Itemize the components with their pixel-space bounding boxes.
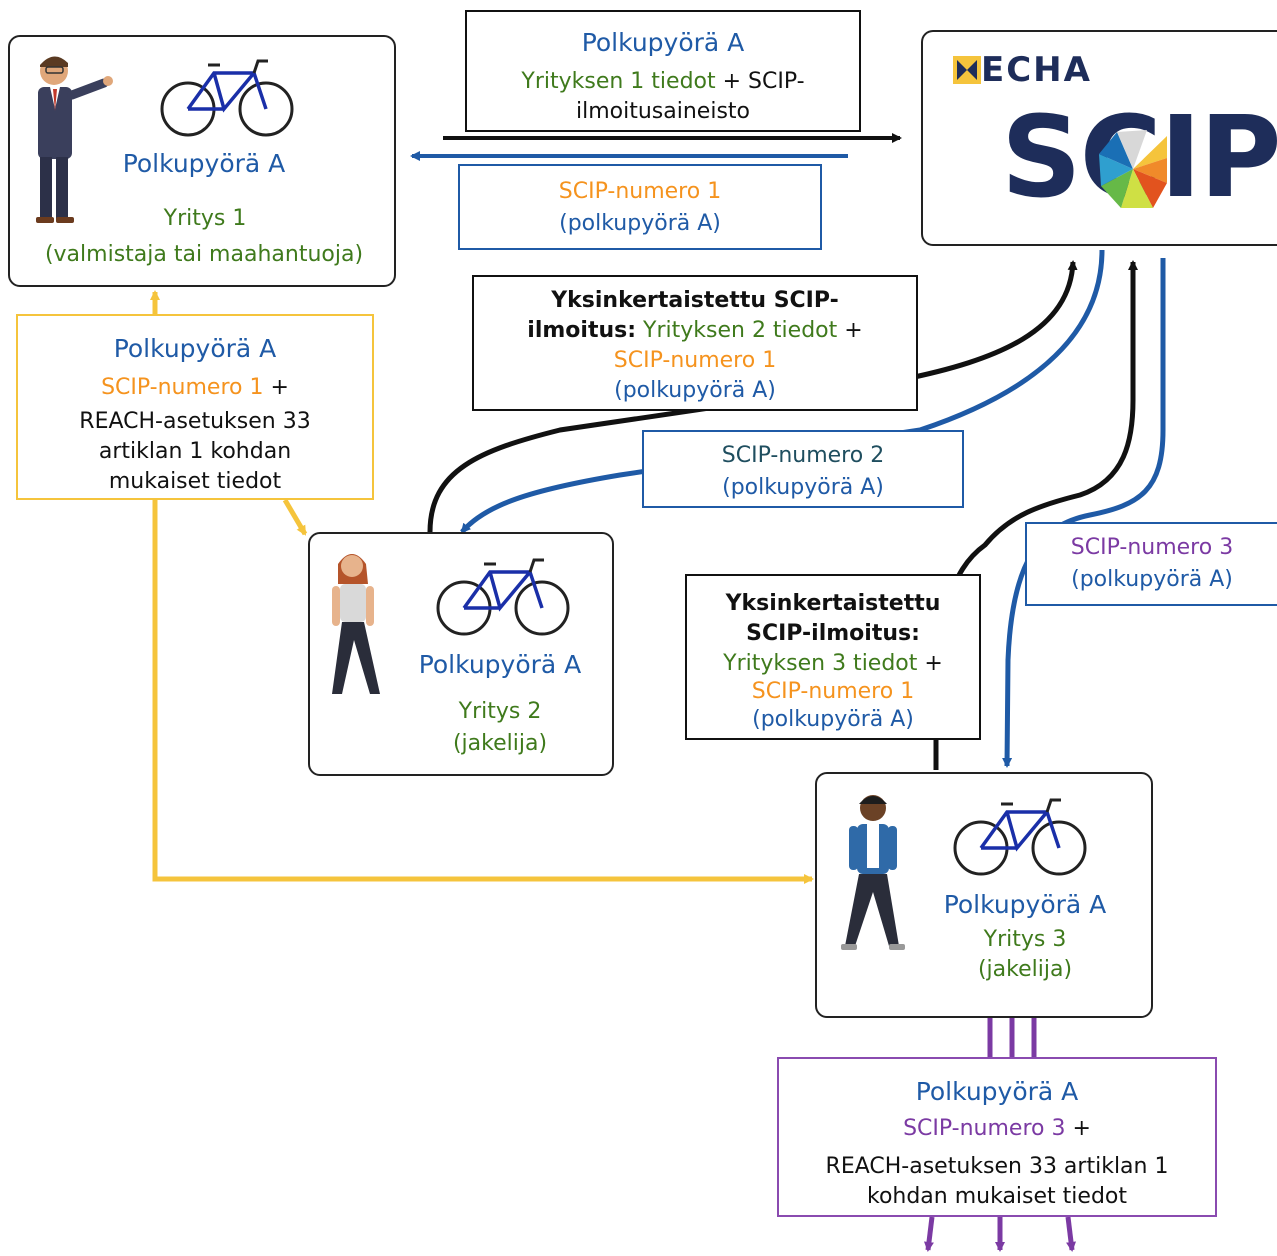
response1-box: SCIP-numero 1 (polkupyörä A) [458,164,822,250]
company1-box: Polkupyörä A Yritys 1 (valmistaja tai ma… [8,35,396,287]
response2-product: (polkupyörä A) [722,475,884,500]
company1-role: (valmistaja tai maahantuoja) [44,242,364,267]
company2-product: Polkupyörä A [418,650,582,679]
simplified3-data: Yrityksen 3 tiedot [723,651,918,676]
arrow-yellow-to-company2 [282,498,308,536]
response3-box: SCIP-numero 3 (polkupyörä A) [1025,522,1277,606]
company3-product: Polkupyörä A [943,890,1107,919]
scip-colour-wheel-icon [1099,130,1167,208]
bicycle-icon [953,798,1087,876]
company3-name: Yritys 3 [983,927,1067,952]
purple-arrow-down-1 [923,1216,935,1252]
simplified3-product: (polkupyörä A) [752,707,914,732]
simplified3-box: Yksinkertaistettu SCIP-ilmoitus: Yrityks… [685,574,981,740]
supply3-number-line: SCIP-numero 3 + [903,1116,1091,1141]
arrow-echa-to-company2 [460,249,1105,534]
submission1-line3: ilmoitusaineisto [576,99,750,124]
simplified2-title-b: ilmoitus: [527,318,637,343]
simplified2-number: SCIP-numero 1 [613,348,777,373]
company3-role: (jakelija) [977,957,1073,982]
woman-walking-icon [332,554,380,694]
simplified3-title-b: SCIP-ilmoitus: [746,621,920,646]
submission1-product: Polkupyörä A [581,28,745,57]
simplified2-title-a: Yksinkertaistettu SCIP- [551,288,839,313]
simplified3-line3: Yrityksen 3 tiedot + [723,651,943,676]
supply1-line2: artiklan 1 kohdan [98,439,292,464]
supply3-line1: REACH-asetuksen 33 artiklan 1 [825,1154,1169,1179]
submission1-company-data: Yrityksen 1 tiedot [521,69,716,94]
company1-product: Polkupyörä A [122,149,286,178]
simplified3-title-a: Yksinkertaistettu [725,591,941,616]
company2-name: Yritys 2 [458,699,542,724]
supply1-number: SCIP-numero 1 [101,375,264,400]
simplified2-product: (polkupyörä A) [614,378,776,403]
supply3-product: Polkupyörä A [915,1077,1079,1106]
simplified2-line2: ilmoitus: Yrityksen 2 tiedot + [527,318,863,343]
company2-role: (jakelija) [452,731,548,756]
supply1-line1: REACH-asetuksen 33 [79,409,311,434]
simplified2-box: Yksinkertaistettu SCIP- ilmoitus: Yrityk… [472,275,918,411]
response1-number: SCIP-numero 1 [558,179,722,204]
man-walking-icon [841,795,905,950]
response1-product: (polkupyörä A) [559,211,721,236]
bicycle-icon [160,59,294,137]
echa-scip-box: ECHA SCIP [921,30,1277,246]
purple-arrow-down-3 [1065,1216,1077,1252]
submission1-box: Polkupyörä A Yrityksen 1 tiedot + SCIP- … [465,10,861,132]
businessman-icon [36,56,113,223]
echa-brand: ECHA [981,50,1092,90]
supply1-box: Polkupyörä A SCIP-numero 1 + REACH-asetu… [16,314,374,500]
echa-logo-icon [953,56,981,84]
arrow-yellow-to-company3 [152,500,814,884]
supply3-box: Polkupyörä A SCIP-numero 3 + REACH-asetu… [777,1057,1217,1217]
supply1-product: Polkupyörä A [113,334,277,363]
company1-name: Yritys 1 [163,206,247,231]
company2-box: Polkupyörä A Yritys 2 (jakelija) [308,532,614,776]
arrow-echa-to-company3 [1002,258,1166,768]
simplified3-number: SCIP-numero 1 [751,679,915,704]
supply1-number-line: SCIP-numero 1 + [101,375,289,400]
bicycle-icon [436,558,570,636]
supply3-number: SCIP-numero 3 [903,1116,1066,1141]
company3-box: Polkupyörä A Yritys 3 (jakelija) [815,772,1153,1018]
submission1-line2: Yrityksen 1 tiedot + SCIP- [521,69,805,94]
response3-product: (polkupyörä A) [1071,567,1233,592]
response2-number: SCIP-numero 2 [721,443,885,468]
simplified2-data: Yrityksen 2 tiedot [636,318,838,343]
response3-number: SCIP-numero 3 [1070,535,1234,560]
supply3-line2: kohdan mukaiset tiedot [866,1184,1127,1209]
response2-box: SCIP-numero 2 (polkupyörä A) [642,430,964,508]
supply1-line3: mukaiset tiedot [108,469,282,494]
